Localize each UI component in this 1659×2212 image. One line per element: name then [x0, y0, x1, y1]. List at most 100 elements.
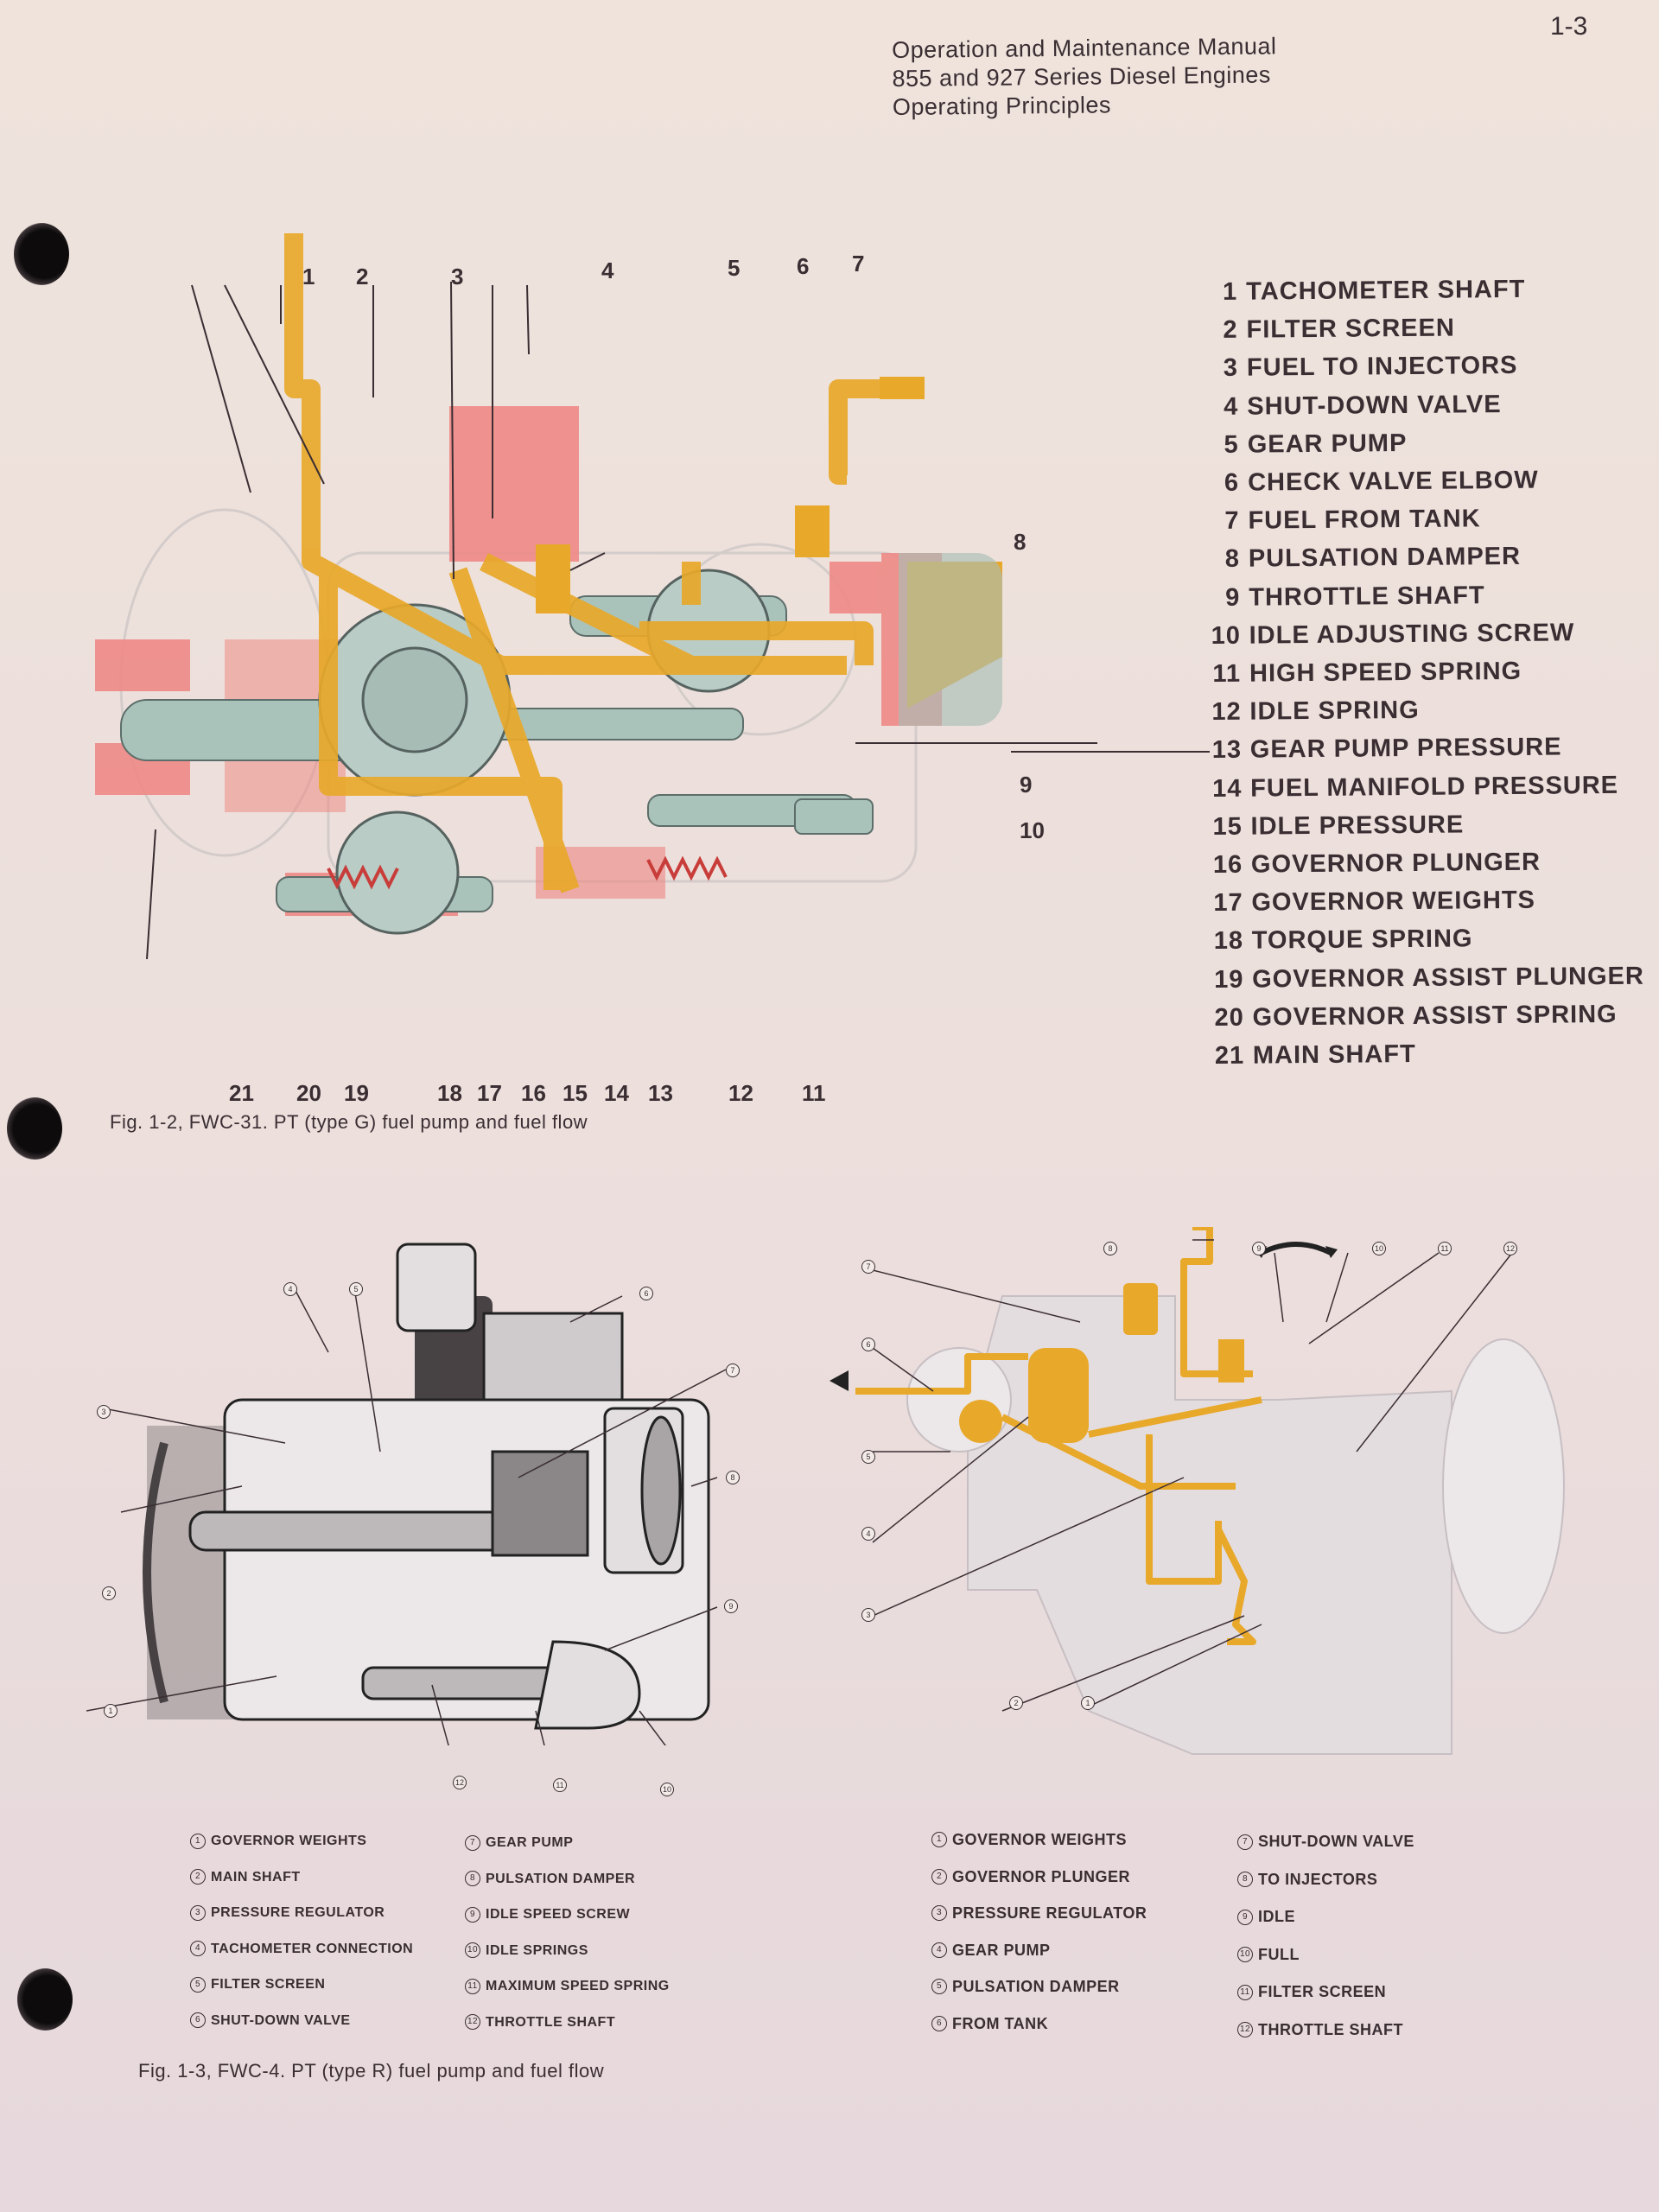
fig1-callout-12: 12: [728, 1080, 753, 1106]
fig1-callout-18: 18: [437, 1080, 462, 1106]
fig2-left-callout-6: 6: [639, 1287, 653, 1300]
fig2-right-callout-10: 10: [1372, 1242, 1386, 1255]
fig1-callout-2: 2: [356, 264, 369, 289]
fig1-callout-16: 16: [521, 1080, 546, 1106]
fig1-callout-17: 17: [477, 1080, 502, 1106]
fig1-callout-5: 5: [728, 255, 741, 281]
fig1-callout-19: 19: [344, 1080, 369, 1106]
fig2-left-callout-2: 2: [102, 1586, 116, 1600]
fig2-right-callout-12: 12: [1503, 1242, 1517, 1255]
fig2-right-callout-6: 6: [861, 1338, 875, 1351]
fig1-callout-4: 4: [601, 257, 614, 283]
fig1-callout-1: 1: [302, 264, 315, 289]
header-line-3: Operating Principles: [892, 92, 1112, 120]
fig2-left-callout-12: 12: [453, 1776, 467, 1789]
fig2-left-callout-8: 8: [726, 1471, 740, 1484]
figure-1-illustration: [95, 233, 1210, 960]
fig2-right-callout-1: 1: [1081, 1696, 1095, 1710]
binder-hole-middle: [7, 1097, 62, 1160]
fig1-callout-6: 6: [797, 253, 810, 279]
fig2-right-callout-8: 8: [1103, 1242, 1117, 1255]
fig2-right-callout-4: 4: [861, 1527, 875, 1541]
fig2-left-callout-10: 10: [660, 1783, 674, 1796]
page-number: 1-3: [1550, 12, 1588, 41]
fig2-left-callout-4: 4: [283, 1282, 297, 1296]
header-line-1: Operation and Maintenance Manual: [892, 33, 1277, 63]
fig1-callout-20: 20: [296, 1080, 321, 1106]
fig2-right-callout-9: 9: [1252, 1242, 1266, 1255]
figure-2-right-illustration: [830, 1227, 1565, 1755]
fig1-callout-3: 3: [451, 264, 464, 289]
fig1-callout-21: 21: [229, 1080, 254, 1106]
figure-2-left-illustration: [86, 1243, 727, 1745]
running-header: Operation and Maintenance Manual 855 and…: [892, 32, 1277, 122]
fig2-right-callout-5: 5: [861, 1450, 875, 1464]
fig1-callout-9: 9: [1020, 772, 1033, 798]
fig1-callout-14: 14: [604, 1080, 629, 1106]
fig2-left-callout-3: 3: [97, 1405, 111, 1419]
fig2-right-callout-7: 7: [861, 1260, 875, 1274]
fig2-left-callout-7: 7: [726, 1363, 740, 1377]
figure-1-caption: Fig. 1-2, FWC-31. PT (type G) fuel pump …: [110, 1111, 588, 1133]
fig1-callout-13: 13: [648, 1080, 673, 1106]
fig2-right-callout-2: 2: [1009, 1696, 1023, 1710]
fig2-left-callout-1: 1: [104, 1704, 118, 1718]
figure-2-caption: Fig. 1-3, FWC-4. PT (type R) fuel pump a…: [138, 2060, 605, 2082]
fig2-right-callout-11: 11: [1438, 1242, 1452, 1255]
fig2-left-callout-5: 5: [349, 1282, 363, 1296]
header-line-2: 855 and 927 Series Diesel Engines: [892, 61, 1271, 92]
binder-hole-top: [14, 223, 69, 285]
fig2-right-callout-3: 3: [861, 1608, 875, 1622]
fig1-callout-11: 11: [802, 1080, 826, 1106]
fig1-callout-8: 8: [1014, 529, 1027, 555]
fig1-callout-7: 7: [852, 251, 865, 276]
fig2-left-callout-9: 9: [724, 1599, 738, 1613]
